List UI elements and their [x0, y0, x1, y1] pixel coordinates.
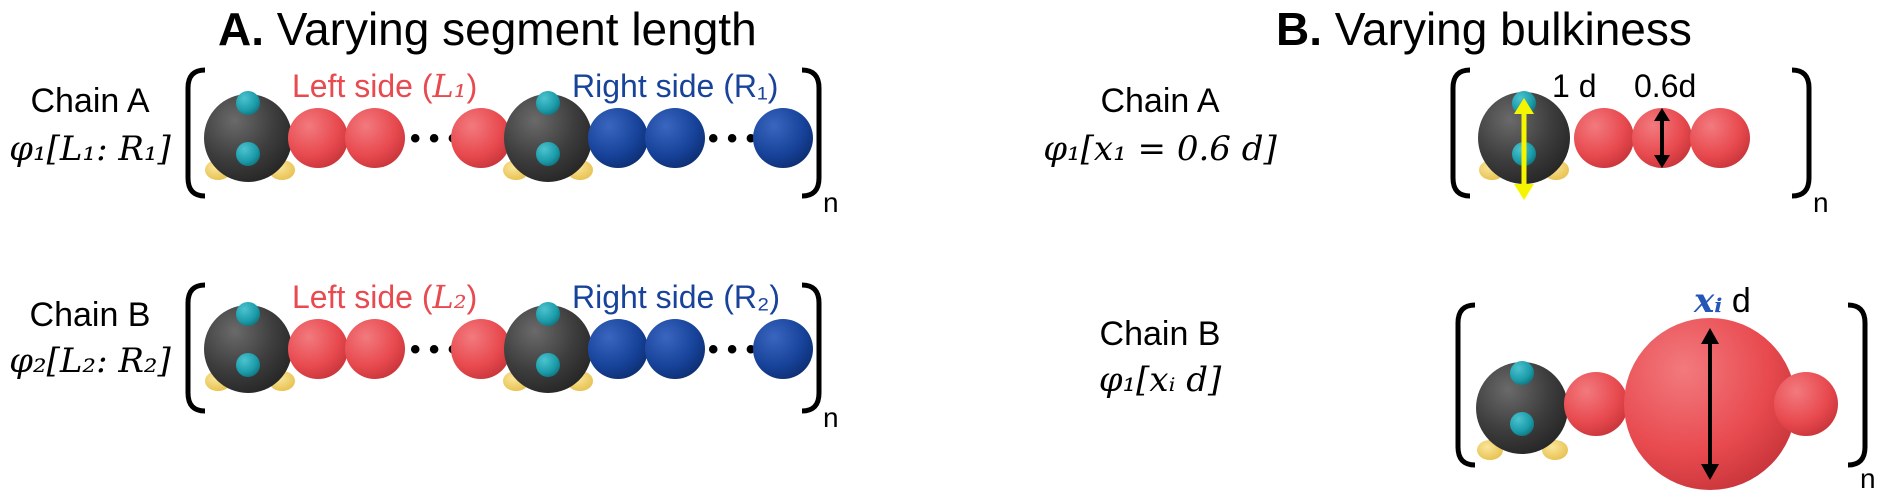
- bead-diameter-arrow: [1654, 108, 1670, 168]
- panel-b-chain-a-head-label: 1 d: [1552, 68, 1596, 104]
- arrow-head-up: [1514, 98, 1534, 114]
- right-bead: [753, 319, 813, 379]
- head-bead: [1476, 362, 1568, 454]
- panel-b-chain-b-formula: φ₁[xᵢ d]: [1099, 360, 1222, 400]
- panel-a-chain-b-left-bracket: [185, 282, 206, 414]
- panel-a-title: A. Varying segment length: [218, 2, 757, 56]
- head-dot-bottom: [236, 353, 260, 377]
- head-dot-top: [1510, 361, 1534, 385]
- panel-a-chain-b-left-label-text: Left side (: [292, 279, 433, 315]
- panel-b-chain-b-head: [1476, 361, 1568, 460]
- panel-a-chain-b-right-close: ): [769, 279, 780, 315]
- right-bead: [645, 319, 705, 379]
- panel-b-chain-b-bead-var: xᵢ: [1693, 281, 1722, 321]
- panel-b-chain-a-formula: φ₁[x₁ = 0.6 d]: [1043, 129, 1277, 169]
- right-bead: [645, 108, 705, 168]
- panel-b-chain-a-right-bracket: [1791, 67, 1812, 199]
- panel-a-chain-a-formula: φ₁[L₁: R₁]: [9, 129, 171, 169]
- head-dot-top: [536, 302, 560, 326]
- right-bead: [588, 108, 648, 168]
- panel-a-chain-b-head-2: [503, 302, 593, 393]
- panel-a-chain-a-left-bracket: [185, 67, 206, 199]
- ellipsis: • • •: [410, 122, 458, 155]
- left-bead: [1690, 108, 1750, 168]
- arrow-head-up: [1701, 328, 1719, 344]
- panel-a-chain-a-left-label-text: Left side (: [292, 68, 433, 104]
- panel-b-chain-a-bead-label: 0.6d: [1634, 68, 1696, 104]
- left-bead: [288, 319, 348, 379]
- panel-a-chain-b-name: Chain B: [30, 296, 151, 334]
- arrow-head-down: [1514, 184, 1534, 200]
- head-diameter-arrow: [1514, 98, 1534, 200]
- panel-a-chain-b-head-1: [204, 302, 295, 393]
- right-bead: [753, 108, 813, 168]
- panel-a-chain-a-right-var: R₁: [734, 68, 768, 104]
- head-dot-bottom: [536, 142, 560, 166]
- panel-a-chain-b-right-bracket: [801, 282, 822, 414]
- head-bead: [504, 305, 592, 393]
- ellipsis: • • •: [708, 333, 756, 366]
- panel-a-chain-a-head-1: [204, 91, 295, 182]
- panel-a-chain-a-right-close: ): [768, 68, 779, 104]
- head-dot-bottom: [1510, 412, 1534, 436]
- left-bead: [288, 108, 348, 168]
- panel-a-chain-a-name: Chain A: [30, 82, 149, 120]
- panel-a-chain-b-left-close: ): [467, 279, 478, 315]
- left-bead: [451, 108, 511, 168]
- head-bead: [504, 94, 592, 182]
- ellipsis: • • •: [410, 333, 458, 366]
- panel-a-chain-a-right-label-text: Right side (: [572, 68, 734, 104]
- head-dot-top: [536, 91, 560, 115]
- panel-b-chain-b-left-bracket: [1455, 302, 1476, 468]
- head-bead: [204, 305, 292, 393]
- panel-b-chain-b-subscript: n: [1860, 463, 1876, 494]
- panel-b-chain-b-name: Chain B: [1100, 315, 1221, 353]
- left-bead: [345, 108, 405, 168]
- arrow-head-up: [1654, 108, 1670, 121]
- head-dot-top: [236, 91, 260, 115]
- arrow-head-down: [1701, 464, 1719, 480]
- panel-a-chain-b-right-label: Right side (R₂): [572, 279, 780, 315]
- left-bead: [1774, 372, 1838, 436]
- panel-a-chain-a-left-close: ): [467, 68, 478, 104]
- head-dot-bottom: [236, 142, 260, 166]
- left-bead: [1574, 108, 1634, 168]
- panel-b-letter: B.: [1276, 3, 1322, 55]
- left-bead: [345, 319, 405, 379]
- panel-b-chain-a-left-bracket: [1450, 67, 1471, 199]
- panel-b-title: B. Varying bulkiness: [1276, 2, 1692, 56]
- panel-b-chain-b-bead-unit: d: [1722, 282, 1750, 320]
- arrow-head-down: [1654, 155, 1670, 168]
- head-dot-top: [236, 302, 260, 326]
- panel-a-chain-a-subscript: n: [823, 187, 839, 218]
- panel-a-letter: A.: [218, 3, 264, 55]
- left-bead: [451, 319, 511, 379]
- panel-b-chain-a-subscript: n: [1813, 187, 1829, 218]
- panel-a-chain-b-formula: φ₂[L₂: R₂]: [9, 341, 171, 381]
- right-bead: [588, 319, 648, 379]
- panel-a-chain-b-subscript: n: [823, 402, 839, 433]
- head-bead: [204, 94, 292, 182]
- ellipsis: • • •: [708, 122, 756, 155]
- panel-a-chain-a-right-label: Right side (R₁): [572, 68, 778, 104]
- panel-a-chain-a-left-var: L₁: [432, 67, 467, 105]
- panel-a-title-text: Varying segment length: [276, 3, 757, 55]
- left-bead: [1564, 372, 1628, 436]
- panel-a-chain-b-left-label: Left side (L₂): [292, 278, 477, 316]
- head-dot-bottom: [536, 353, 560, 377]
- panel-a-chain-a-head-2: [503, 91, 593, 182]
- panel-a-chain-b-left-var: L₂: [432, 278, 467, 316]
- panel-b-chain-b-bead-label: xᵢ d: [1693, 281, 1751, 321]
- panel-b-title-text: Varying bulkiness: [1334, 3, 1692, 55]
- panel-b-chain-a-name: Chain A: [1100, 82, 1219, 120]
- panel-b-chain-b-right-bracket: [1847, 302, 1868, 468]
- panel-a-chain-b-right-label-text: Right side (: [572, 279, 734, 315]
- panel-a-chain-a-right-bracket: [801, 67, 822, 199]
- bulky-bead-diameter-arrow: [1701, 328, 1719, 480]
- panel-a-chain-a-left-label: Left side (L₁): [292, 67, 477, 105]
- panel-a-chain-b-right-var: R₂: [734, 279, 770, 315]
